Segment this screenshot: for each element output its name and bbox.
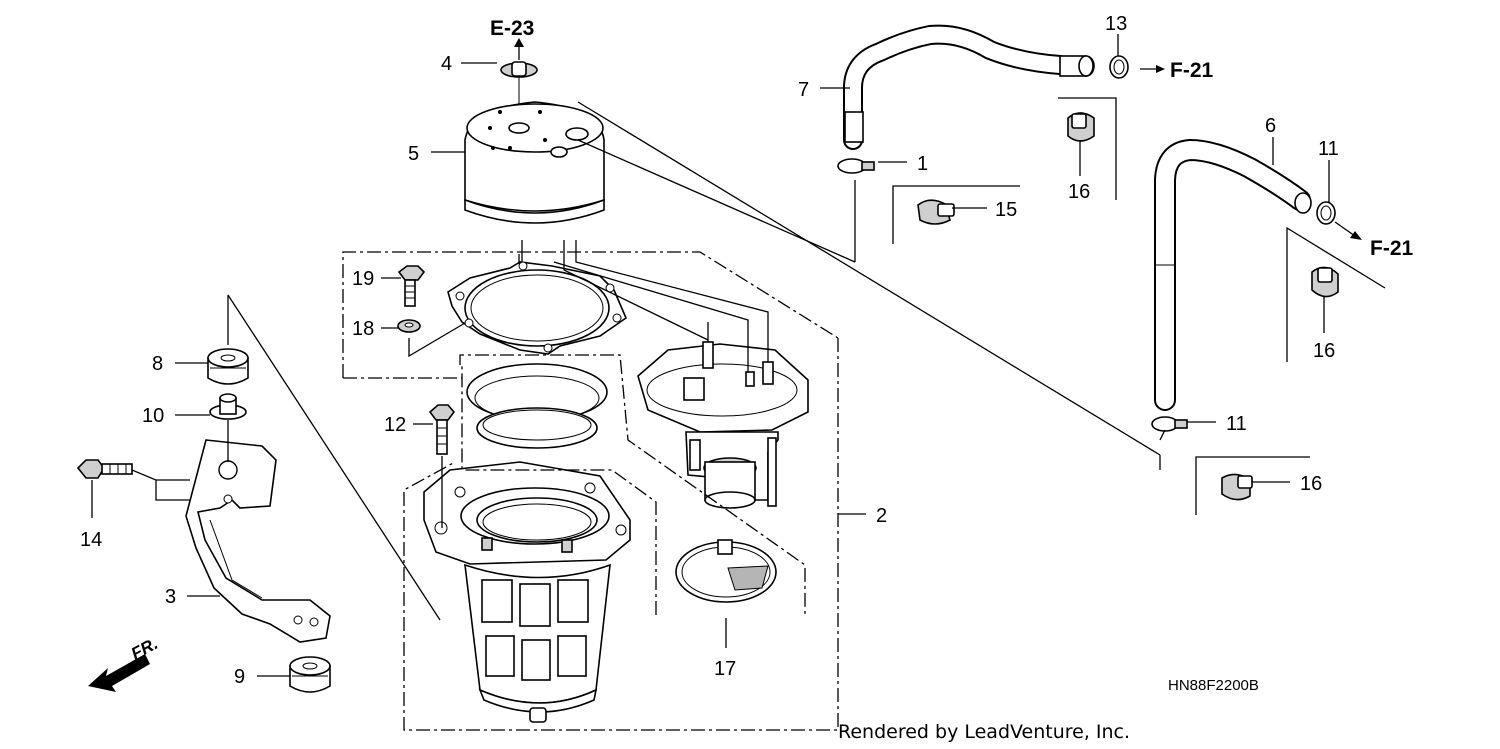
pump-set-ring-plate[interactable] [447, 261, 627, 355]
part-14-flange-bolt[interactable] [76, 459, 133, 479]
callout-3[interactable]: 3 [165, 586, 176, 608]
callout-11-b[interactable]: 11 [1226, 413, 1247, 435]
part-8-rubber-mount[interactable] [207, 348, 249, 385]
part-16-hose-clamp-b[interactable] [1311, 266, 1339, 298]
part-10-collar[interactable] [209, 393, 247, 420]
part-18-washer[interactable] [397, 319, 421, 333]
callout-16-c[interactable]: 16 [1300, 473, 1322, 495]
clamp-kit-frames [892, 97, 1386, 515]
callout-9[interactable]: 9 [234, 666, 245, 688]
part-7-fuel-hose[interactable] [843, 24, 1095, 150]
section-ref-e23[interactable]: E-23 [490, 17, 534, 40]
callout-18[interactable]: 18 [352, 318, 374, 340]
callout-10[interactable]: 10 [142, 405, 164, 427]
f21-lower-arrow [1334, 221, 1356, 237]
part-5-pump-cover[interactable] [464, 101, 605, 224]
part-12-bolt[interactable] [428, 404, 456, 455]
callout-12[interactable]: 12 [384, 414, 406, 436]
callout-2[interactable]: 2 [876, 505, 887, 527]
part-9-rubber-mount[interactable] [289, 656, 331, 693]
part-16-hose-clamp-a[interactable] [1067, 112, 1095, 142]
front-indicator-label: FR. [128, 634, 161, 664]
callout-numbers: 4 5 7 1 13 16 15 6 11 16 11 16 2 17 19 1… [80, 13, 1339, 688]
callout-5[interactable]: 5 [408, 143, 419, 165]
callout-14[interactable]: 14 [80, 529, 102, 551]
part-1-hose-clip[interactable] [837, 158, 875, 174]
callout-6[interactable]: 6 [1265, 115, 1276, 137]
fuel-pump-module[interactable] [637, 341, 809, 509]
part-11-hose-clip-lower[interactable] [1151, 416, 1188, 432]
callout-16-b[interactable]: 16 [1313, 340, 1335, 362]
callout-11-a[interactable]: 11 [1318, 138, 1339, 160]
section-ref-f21-lower[interactable]: F-21 [1370, 237, 1414, 260]
callout-16-a[interactable]: 16 [1068, 181, 1090, 203]
part-17-fuel-strainer[interactable] [675, 539, 777, 603]
part-6-fuel-hose[interactable] [1154, 138, 1312, 411]
drawing-code: HN88F2200B [1168, 677, 1259, 694]
part-4-wing-nut[interactable] [500, 61, 538, 125]
callout-1[interactable]: 1 [917, 153, 928, 175]
callout-13[interactable]: 13 [1105, 13, 1127, 35]
part-19-flange-bolt[interactable] [397, 265, 426, 307]
part-16-hose-clamp-c[interactable] [1221, 473, 1253, 501]
part-13-hose-clip[interactable] [1109, 55, 1129, 79]
callout-19[interactable]: 19 [352, 268, 374, 290]
callout-7[interactable]: 7 [798, 79, 809, 101]
pump-o-ring[interactable] [466, 363, 608, 449]
e23-arrow-head [514, 38, 524, 47]
leader-lines [91, 34, 1330, 677]
part-15-hose-clamp[interactable] [917, 199, 955, 225]
callout-8[interactable]: 8 [152, 353, 163, 375]
callout-15[interactable]: 15 [995, 199, 1017, 221]
callout-17[interactable]: 17 [714, 658, 736, 680]
render-credit: Rendered by LeadVenture, Inc. [838, 721, 1130, 743]
part-3-pump-bracket[interactable] [185, 439, 331, 643]
fuel-pump-housing[interactable] [423, 461, 631, 723]
callout-4[interactable]: 4 [441, 53, 452, 75]
part-11-hose-clip-upper[interactable] [1316, 201, 1336, 225]
front-direction-arrow: FR. [88, 634, 161, 692]
section-ref-f21-upper[interactable]: F-21 [1170, 59, 1214, 82]
